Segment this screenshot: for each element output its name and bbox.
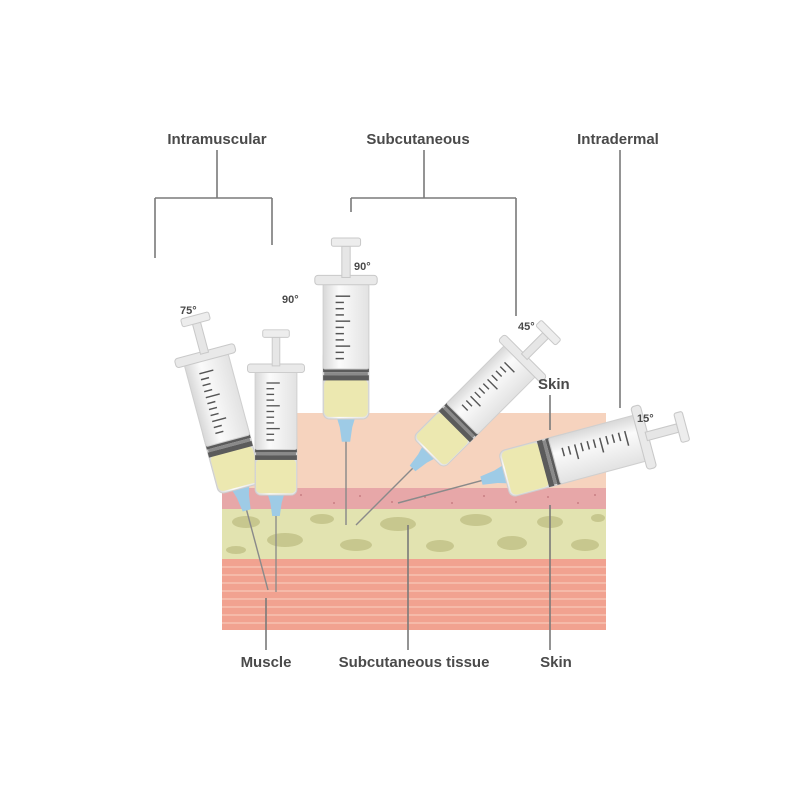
angle-label-sc-90: 90°: [354, 261, 371, 273]
header-intradermal: Intradermal: [577, 131, 659, 148]
bracket-intramuscular: [155, 150, 272, 258]
header-subcutaneous: Subcutaneous: [366, 131, 469, 148]
muscle-layer: [222, 559, 606, 630]
label-subcutaneous-tissue: Subcutaneous tissue: [339, 654, 490, 671]
angle-label-im-75: 75°: [180, 305, 197, 317]
label-skin-bottom: Skin: [540, 654, 572, 671]
label-muscle: Muscle: [241, 654, 292, 671]
angle-label-id-15: 15°: [637, 413, 654, 425]
bracket-subcutaneous: [351, 150, 516, 316]
angle-label-im-90: 90°: [282, 294, 299, 306]
angle-label-sc-45: 45°: [518, 321, 535, 333]
label-skin-top: Skin: [538, 376, 570, 393]
header-intramuscular: Intramuscular: [167, 131, 266, 148]
